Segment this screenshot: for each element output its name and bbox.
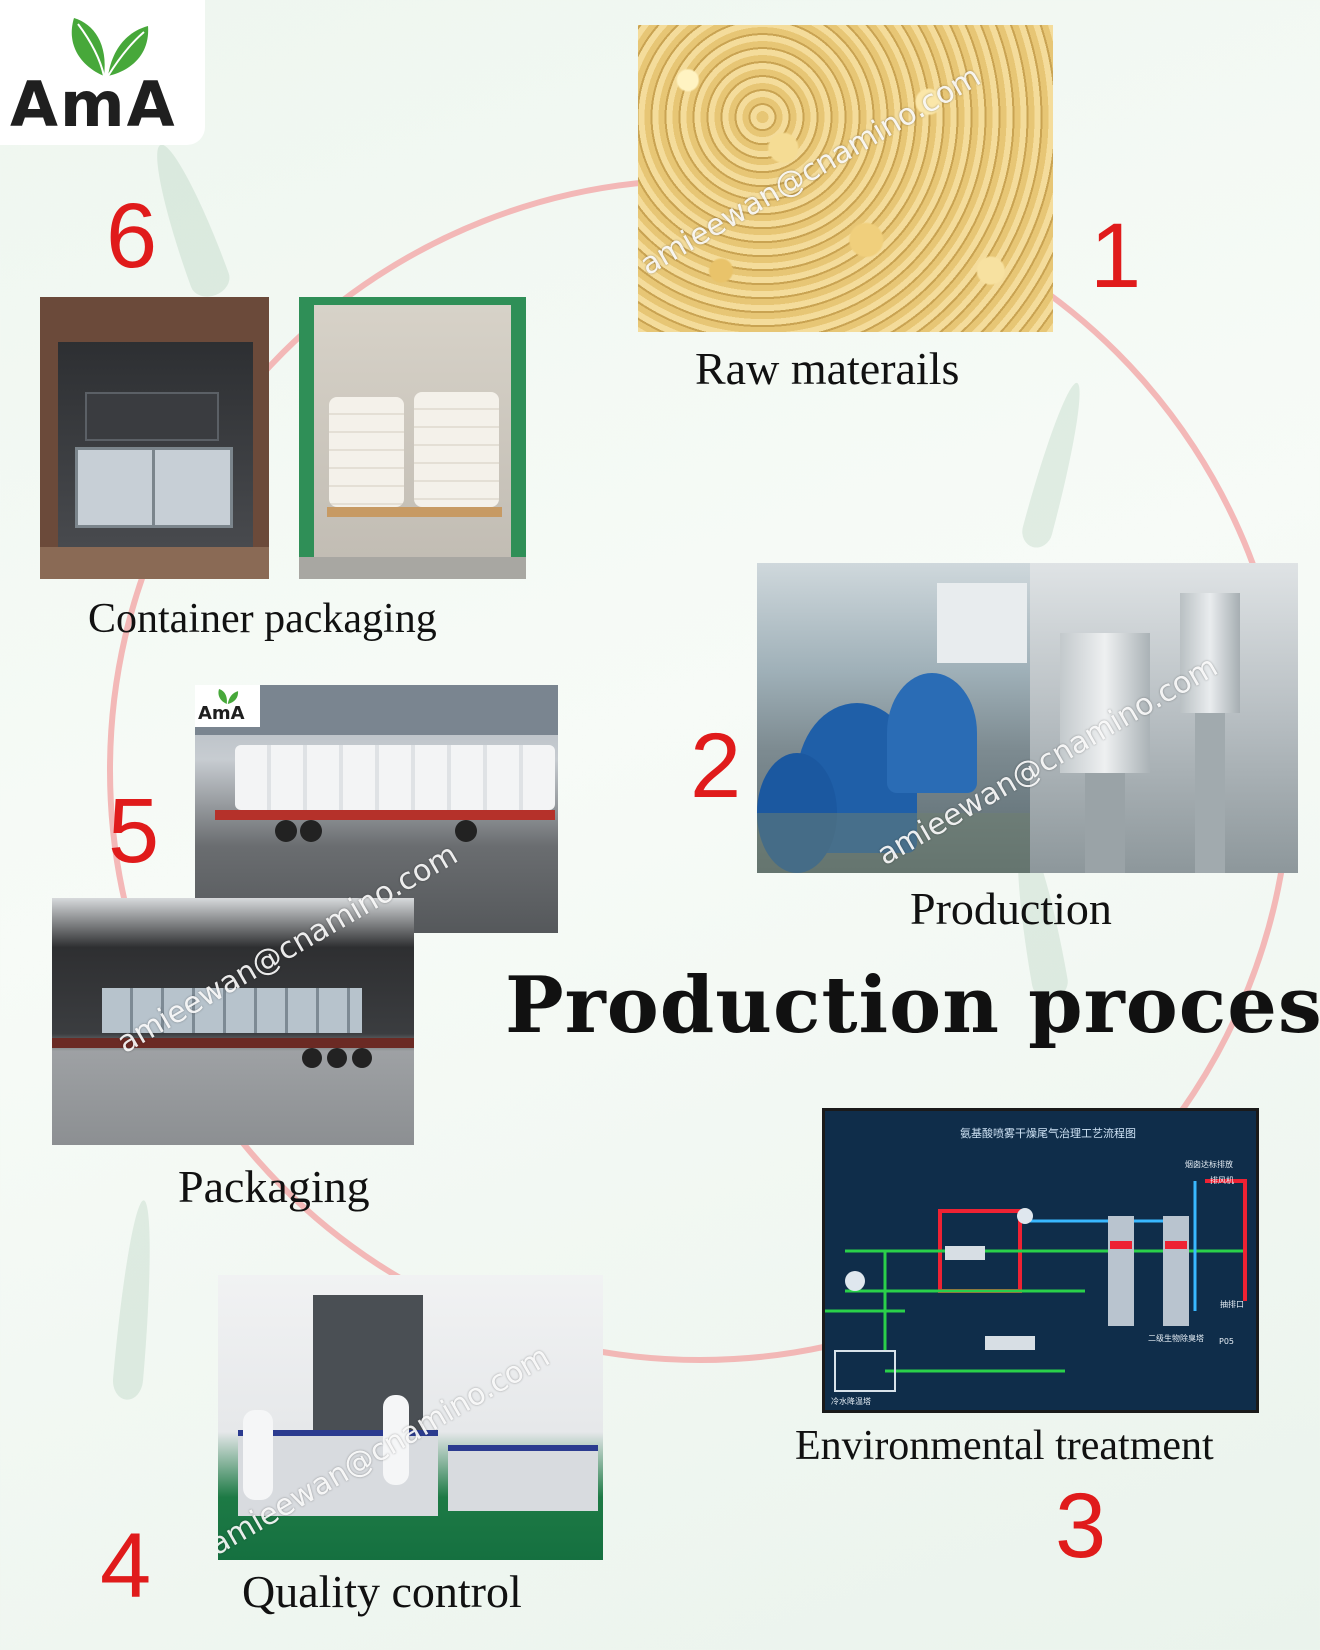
packaging-truck-bags-photo: AmA bbox=[195, 685, 558, 933]
quality-control-lab-photo: amieewan@cnamino.com bbox=[218, 1275, 603, 1560]
step-number-1: 1 bbox=[1090, 205, 1142, 307]
logo-text: AmA bbox=[10, 68, 177, 141]
diagram-label: P05 bbox=[1219, 1337, 1235, 1346]
logo-text: AmA bbox=[198, 703, 245, 724]
page-title: Production process bbox=[505, 960, 1320, 1051]
caption-raw-materials: Raw materails bbox=[695, 343, 960, 394]
process-flow-diagram bbox=[825, 1179, 1247, 1392]
diagram-label: 烟囱达标排放 bbox=[1185, 1160, 1233, 1169]
caption-packaging: Packaging bbox=[178, 1161, 370, 1212]
step-number-2: 2 bbox=[690, 715, 742, 817]
step-number-5: 5 bbox=[108, 780, 160, 882]
caption-quality-control: Quality control bbox=[242, 1566, 522, 1617]
diagram-label: 抽排口 bbox=[1220, 1300, 1244, 1309]
watermark: amieewan@cnamino.com bbox=[638, 58, 987, 283]
diagram-label: 二级生物除臭塔 bbox=[1148, 1334, 1204, 1343]
packaging-truck-containers-photo bbox=[52, 898, 414, 1145]
caption-container-packaging: Container packaging bbox=[88, 596, 437, 642]
caption-environmental-treatment: Environmental treatment bbox=[795, 1423, 1214, 1469]
production-reactor-photo bbox=[757, 563, 1030, 873]
container-bags-photo bbox=[299, 297, 526, 579]
container-ibc-photo bbox=[40, 297, 269, 579]
production-dryer-photo bbox=[1030, 563, 1298, 873]
leaf-icon bbox=[71, 18, 149, 77]
company-logo: AmA bbox=[0, 0, 205, 145]
diagram-label: 冷水降温塔 bbox=[831, 1397, 871, 1406]
environmental-treatment-screen: 氨基酸喷雾干燥尾气治理工艺流程图 烟囱达标排放 排风机 二级生物除臭塔 P05 … bbox=[822, 1108, 1259, 1413]
step-number-4: 4 bbox=[100, 1515, 152, 1617]
step-number-3: 3 bbox=[1055, 1475, 1107, 1577]
diagram-screen-heading: 氨基酸喷雾干燥尾气治理工艺流程图 bbox=[960, 1127, 1136, 1140]
leaf-icon bbox=[218, 689, 239, 704]
small-logo: AmA bbox=[195, 685, 260, 727]
step-number-6: 6 bbox=[106, 185, 158, 287]
raw-materials-photo: amieewan@cnamino.com bbox=[638, 25, 1053, 332]
caption-production: Production bbox=[910, 883, 1112, 934]
diagram-label: 排风机 bbox=[1210, 1176, 1234, 1185]
